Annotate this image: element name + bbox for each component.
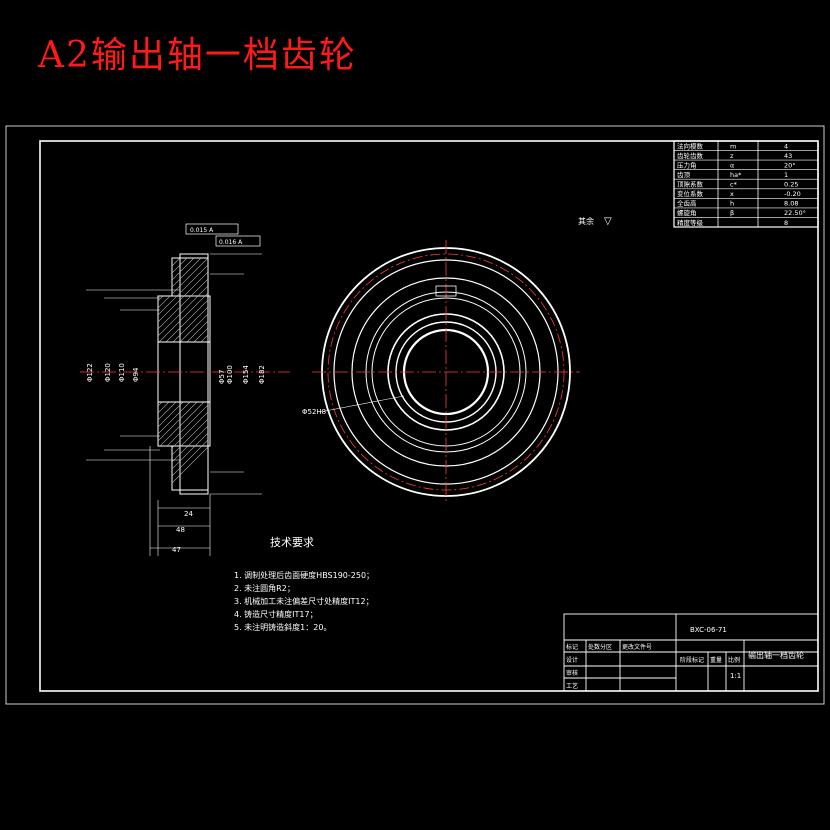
tb-cell: 设计 [566,656,578,664]
svg-text:0.016 A: 0.016 A [219,239,243,246]
tech-notes: 1. 调制处理后齿面硬度HBS190-250； 2. 未注圆角R2； 3. 机械… [234,570,374,632]
tech-note: 2. 未注圆角R2； [234,583,295,593]
gear-table-name-cell: 齿顶 [677,171,691,179]
dim-d120: Φ120 [104,363,112,382]
dim-d154: Φ154 [242,365,250,384]
dim-47: 47 [172,546,181,554]
gear-table-val-cell: 22.50° [784,209,806,217]
gear-table-val-cell: 0.25 [784,181,798,189]
gear-table-val-cell: 8.08 [784,200,798,208]
tb-cell: 审核 [566,669,578,677]
gear-table-val-cell: 43 [784,152,792,160]
inner-frame [39,140,819,692]
outer-frame [5,125,825,705]
dim-48: 48 [176,526,185,534]
drawing-number: BXC-06-71 [690,626,727,634]
gear-table-name-cell: 顶隙系数 [677,180,704,189]
gear-table-sym-cell: z [730,152,734,160]
part-name: 输出轴一档齿轮 [748,650,804,660]
dim-d94: Φ94 [132,367,140,382]
gear-table-sym-cell: c* [730,181,738,189]
gear-table-sym-cell: β [730,209,734,217]
gear-table-val-cell: 4 [784,142,788,150]
gear-table-val-cell: 8 [784,219,788,227]
tb-cell: 处数 [588,643,600,651]
tb-cell: 比例 [728,656,740,664]
tb-cell: 重量 [710,656,722,664]
dim-24: 24 [184,510,193,518]
tolerance-frame-1: 0.015 A [185,223,239,235]
tb-cell: 工艺 [566,682,578,690]
tech-note: 4. 铸造尺寸精度IT17； [234,609,318,619]
gear-table-name-cell: 螺旋角 [677,208,697,217]
gear-table-val-cell: -0.20 [784,190,801,198]
dim-d182: Φ182 [258,365,266,384]
gear-table-sym-cell: ha* [730,171,742,179]
gear-table-name-cell: 精度等级 [677,218,704,227]
page-headline: A2输出轴一档齿轮 [38,35,357,76]
tech-note: 1. 调制处理后齿面硬度HBS190-250； [234,570,374,580]
dim-d100: Φ100 [226,365,234,384]
tolerance-frame-2: 0.016 A [215,235,261,247]
tech-requirements-title: 技术要求 [270,536,314,549]
gear-table-sym-cell: h [730,200,734,208]
tech-note: 5. 未注明铸造斜度1：20。 [234,622,331,632]
tb-cell: 更改文件号 [622,643,652,651]
dim-d57: Φ57 [218,370,226,384]
gear-parameter-table: 法向模数 m 4 齿轮齿数 z 43 压力角 α 20° 齿顶 ha* 1 顶隙系数 c* 0.25 变位系数… [673,140,819,228]
tb-cell: 分区 [600,643,612,651]
dim-d122: Φ122 [86,363,94,382]
view-label: 其余 [578,216,594,226]
gear-table-sym-cell: m [730,142,736,150]
bore-callout: Φ52H8 [302,408,326,416]
gear-table-val-cell: 20° [784,161,796,169]
gear-table-sym-cell: x [730,190,734,198]
front-view [312,240,580,504]
tech-note: 3. 机械加工未注偏差尺寸处精度IT12； [234,596,374,606]
gear-table-name-cell: 压力角 [677,160,697,169]
svg-text:0.015 A: 0.015 A [190,227,214,234]
gear-table-val-cell: 1 [784,171,788,179]
tb-cell: 阶段标记 [680,656,704,664]
title-block [563,613,819,692]
gear-table-name-cell: 齿轮齿数 [677,151,704,160]
gear-table-sym-cell: α [730,161,734,169]
gear-table-name-cell: 变位系数 [677,189,704,198]
gear-table-name-cell: 法向模数 [677,141,704,150]
section-view [80,253,290,556]
tb-cell: 标记 [566,643,578,651]
gear-table-name-cell: 全齿高 [677,199,697,208]
dim-d110: Φ110 [118,363,126,382]
scale-value: 1:1 [730,672,741,680]
roughness-symbol: ▽ [604,216,612,227]
